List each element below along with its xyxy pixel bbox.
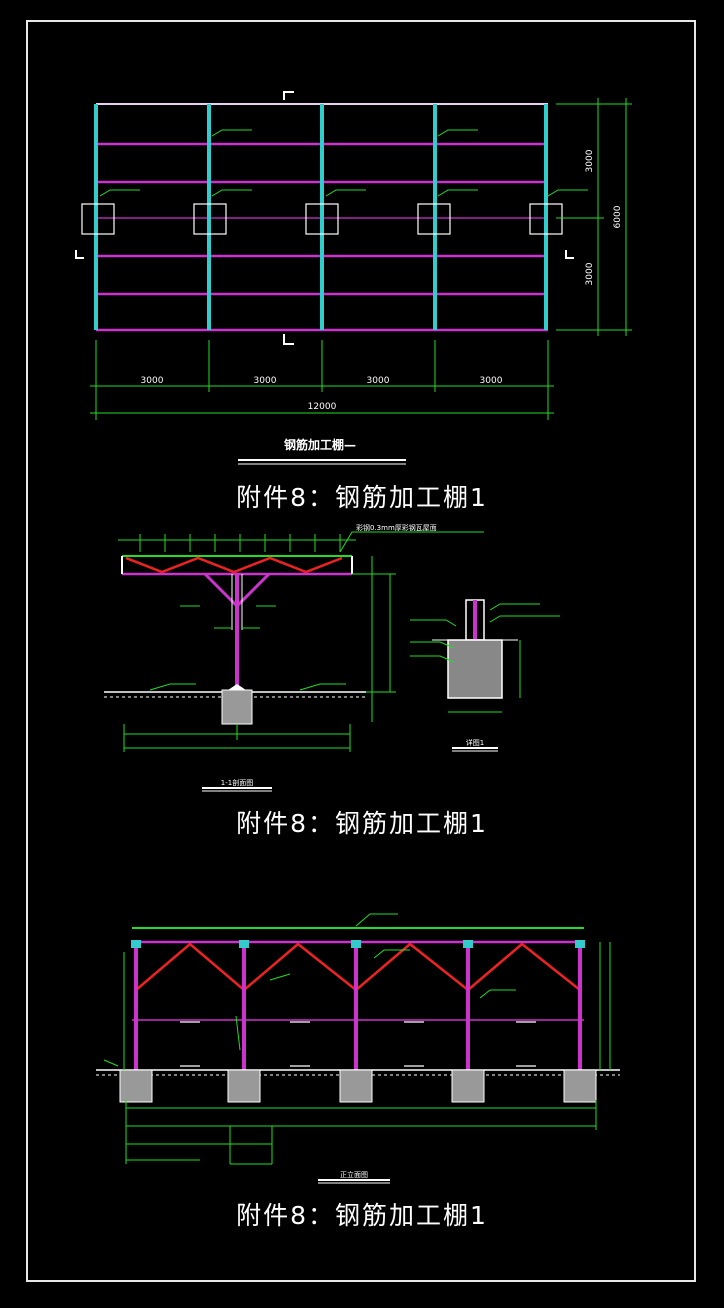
rafters <box>94 104 548 330</box>
elev-columns <box>134 942 582 1070</box>
column-box <box>305 203 339 235</box>
elev-footing <box>119 1069 153 1103</box>
plan-dim-right-total: 6000 <box>613 205 623 228</box>
elevation-title: 正立面图 <box>340 1170 368 1179</box>
roof-truss <box>125 556 343 574</box>
section-title: 1-1剖面图 <box>221 778 253 787</box>
section-marks <box>75 91 574 345</box>
column-box <box>417 203 451 235</box>
elev-footing <box>227 1069 261 1103</box>
plan-dim-right-1: 3000 <box>585 149 595 172</box>
detail-title: 详图1 <box>466 738 484 747</box>
plan-dim-total: 12000 <box>308 402 337 412</box>
elev-footing <box>563 1069 597 1103</box>
footing-detail: 详图1 <box>410 599 560 752</box>
plan-leaders <box>99 129 588 197</box>
plan-dim-4: 3000 <box>480 376 503 386</box>
plan-dims-bottom <box>90 340 554 420</box>
elev-footing <box>339 1069 373 1103</box>
column-box <box>193 203 227 235</box>
plan-title: 钢筋加工棚— <box>283 438 356 452</box>
section-footing <box>221 689 253 725</box>
plan-dim-1: 3000 <box>141 376 164 386</box>
rafter <box>94 104 98 330</box>
plan-dim-3: 3000 <box>367 376 390 386</box>
roof-note: 彩钢0.3mm厚彩钢瓦屋面 <box>356 523 437 532</box>
elev-dims <box>123 942 611 1165</box>
plan-dims-right <box>556 98 632 336</box>
rafter <box>207 104 211 330</box>
column-boxes <box>81 203 563 235</box>
drawing-frame <box>26 20 696 1282</box>
section-view: 彩钢0.3mm厚彩钢瓦屋面 1-1剖面图 <box>104 523 560 792</box>
plan-view: 3000 3000 3000 3000 12000 3000 3000 6000 <box>75 91 632 465</box>
rafter <box>320 104 324 330</box>
plan-dim-2: 3000 <box>254 376 277 386</box>
rafter <box>544 104 548 330</box>
column-box <box>81 203 115 235</box>
elevation-caption: 附件8：钢筋加工棚1 <box>236 1201 488 1230</box>
elev-footing <box>451 1069 485 1103</box>
rafter <box>433 104 437 330</box>
plan-dim-right-2: 3000 <box>585 262 595 285</box>
elev-footings <box>119 1069 597 1103</box>
column-box <box>529 203 563 235</box>
section-caption: 附件8：钢筋加工棚1 <box>236 809 488 838</box>
elevation-view: 正立面图 <box>96 913 620 1184</box>
detail-footing <box>447 639 503 699</box>
plan-caption: 附件8：钢筋加工棚1 <box>236 483 488 512</box>
